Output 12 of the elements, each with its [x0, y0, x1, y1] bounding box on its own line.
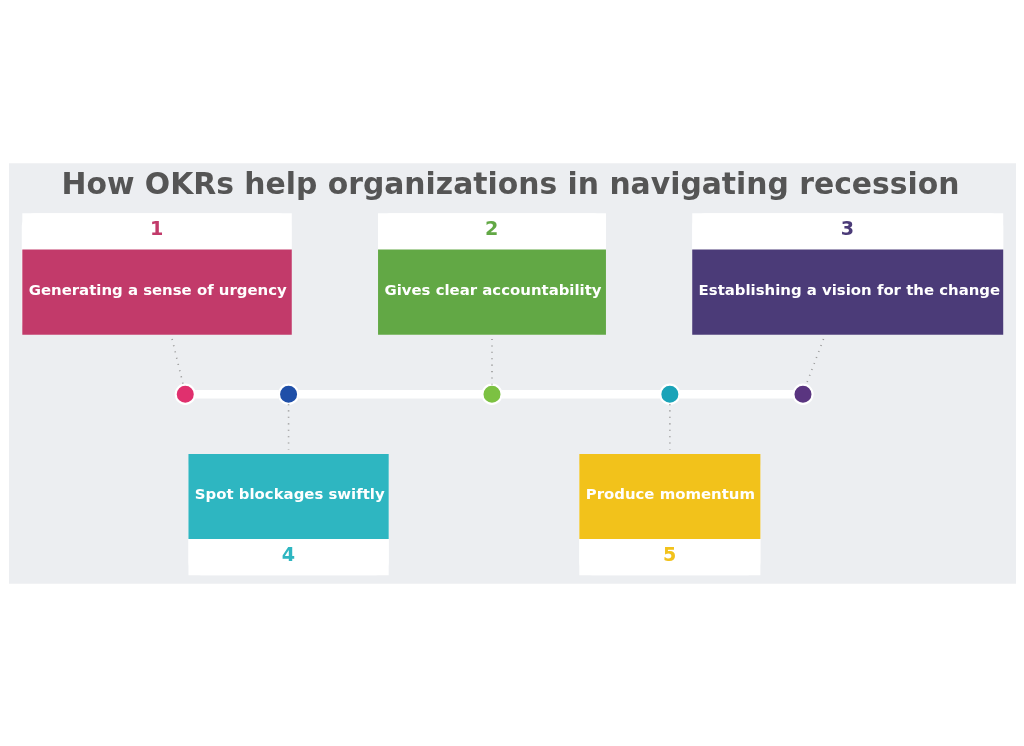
node-circle: [277, 383, 299, 405]
connector: [194, 389, 279, 399]
node-circle: [174, 383, 196, 405]
connector: [501, 389, 660, 399]
node-circle: [658, 383, 680, 405]
node-circle: [791, 383, 814, 405]
connector: [298, 389, 482, 399]
connector: [679, 389, 793, 399]
diagram-title: How OKRs help organizations in navigating recession: [60, 165, 959, 201]
node-circle: [480, 383, 503, 405]
connector: [170, 337, 184, 386]
node-text: 1 Generating a sense of urgency: [28, 216, 287, 299]
